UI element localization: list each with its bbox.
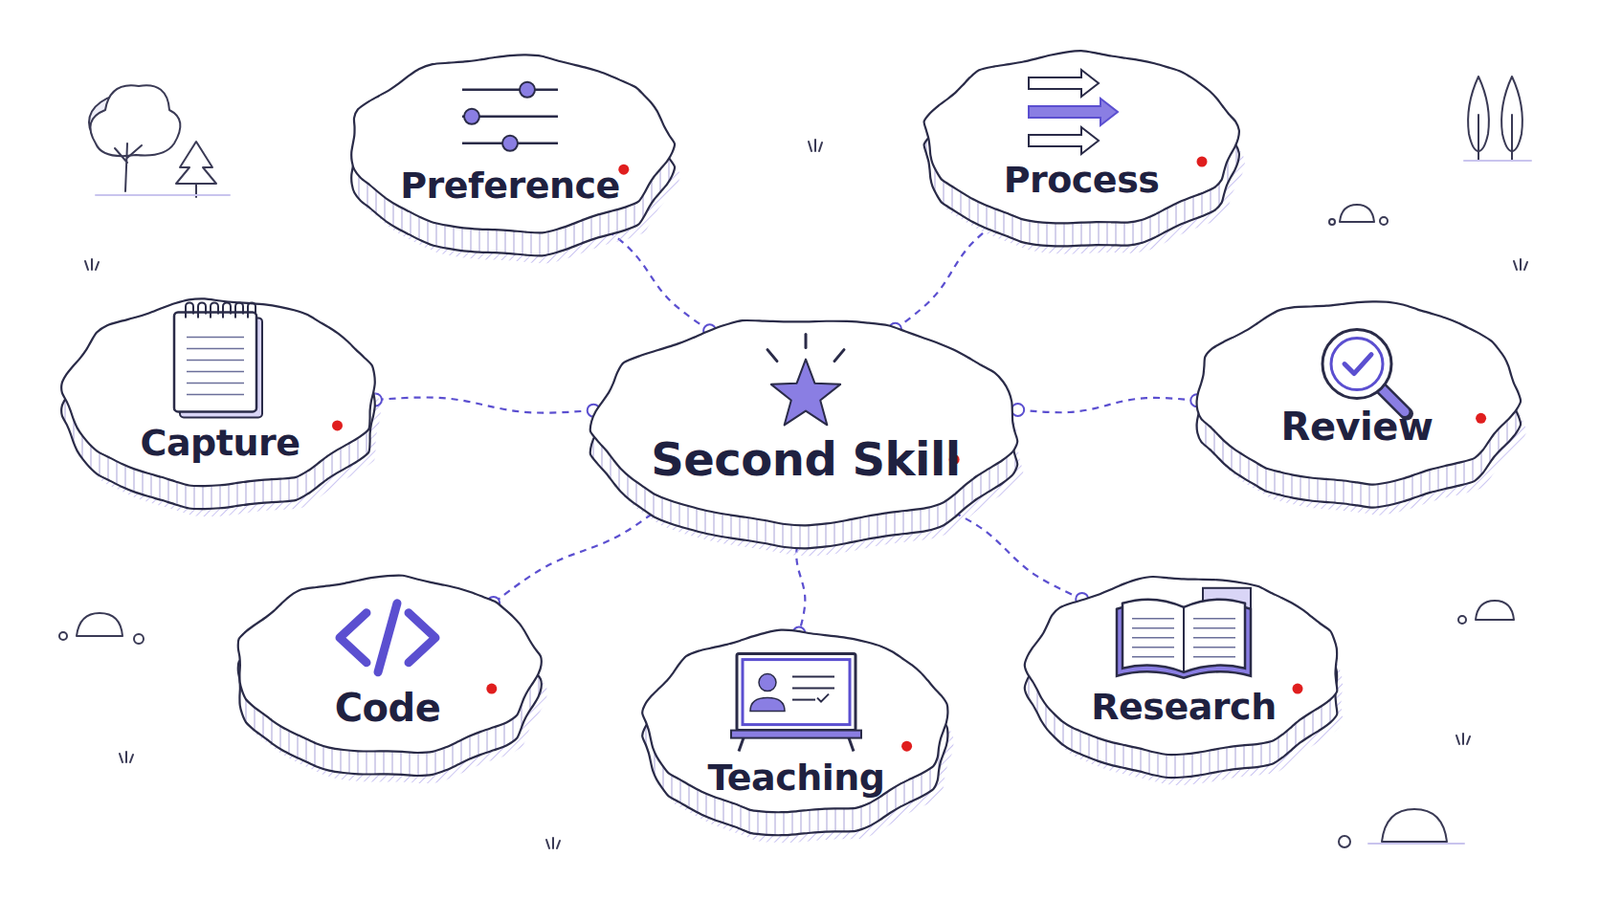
connector-group: [1011, 394, 1203, 417]
topic-cloud: Capture: [52, 289, 388, 519]
topic-cloud: Code: [224, 567, 551, 787]
rocks: [59, 204, 1514, 848]
topic-cloud: Review: [1184, 291, 1530, 516]
cloud-outline: [52, 289, 388, 519]
node-label: Review: [1281, 405, 1434, 448]
poplar-trees: [1464, 76, 1532, 161]
red-dot: [486, 683, 497, 694]
node-label: Second Skill: [650, 434, 961, 486]
star-icon: [767, 333, 845, 425]
topic-cloud: Teaching: [633, 622, 959, 846]
arrows-icon: [1028, 69, 1118, 155]
node-label: Preference: [400, 166, 621, 207]
node-label: Process: [1003, 160, 1160, 201]
red-dot: [1475, 413, 1487, 424]
sliders-icon: [462, 81, 558, 151]
cloud-outline: [633, 622, 959, 846]
cloud-outline: [1184, 291, 1530, 516]
red-dot: [332, 420, 343, 431]
connector-group: [369, 393, 600, 417]
dashed-connector: [375, 398, 594, 414]
node-label: Capture: [140, 423, 301, 465]
red-dot: [901, 741, 912, 753]
board-icon: [731, 654, 862, 753]
notepad-icon: [174, 302, 263, 418]
cloud-outline: [224, 567, 551, 787]
magnifier-icon: [1322, 330, 1407, 415]
cloud-outline: [580, 309, 1031, 557]
topic-cloud: Research: [1016, 567, 1352, 787]
node-label: Research: [1090, 688, 1276, 729]
topic-cloud: Preference: [337, 45, 683, 266]
red-dot: [1292, 683, 1304, 694]
node-label: Code: [334, 687, 442, 730]
cloud-outline: [337, 45, 683, 266]
central-cloud: Second Skill: [580, 309, 1031, 557]
code-icon: [339, 602, 436, 672]
tree-illustration: [88, 85, 230, 198]
connector-end: [1011, 403, 1024, 417]
dashed-connector: [493, 499, 672, 603]
red-dot: [1197, 156, 1208, 168]
cloud-outline: [1016, 567, 1352, 787]
cloud-outline: [913, 43, 1249, 258]
dashed-connector: [1018, 398, 1198, 413]
topic-cloud: Process: [913, 43, 1249, 258]
node-label: Teaching: [707, 758, 885, 800]
book-icon: [1116, 587, 1251, 678]
red-dot: [618, 163, 629, 175]
